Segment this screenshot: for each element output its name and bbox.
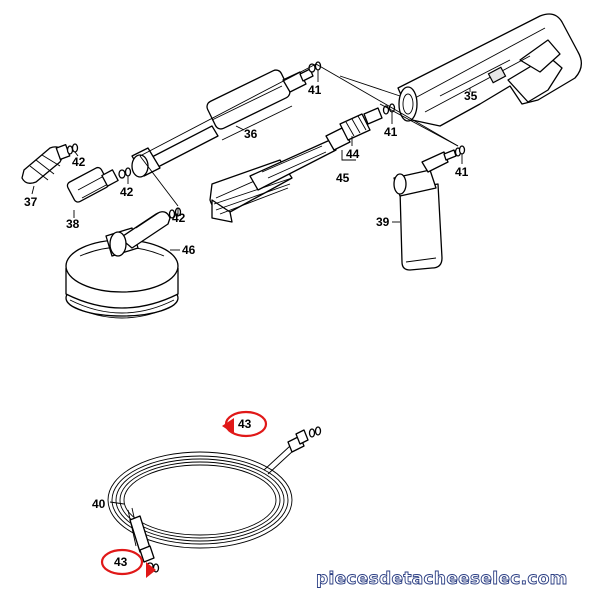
callout-36: 36 [244,127,258,141]
wash-brush-part-45[interactable] [209,127,351,223]
o-ring-41c[interactable] [458,145,466,155]
callout-41-c: 41 [455,165,469,179]
callout-42-a: 42 [72,155,86,169]
assembly-leader-lines [139,63,459,207]
callout-leaders [31,70,471,505]
highlight-marks [100,410,268,578]
o-ring-42a[interactable] [71,143,79,153]
callout-43-bottom: 43 [114,555,128,569]
rotary-nozzle-part-37[interactable] [21,144,74,184]
o-ring-42b[interactable] [124,167,132,177]
spray-gun-part-35[interactable] [397,13,582,127]
surface-cleaner-part-46[interactable] [65,209,179,319]
o-rings [71,61,466,573]
callout-41-a: 41 [308,83,322,97]
highlight-arrow-43-top [222,418,234,434]
callout-41-b: 41 [384,125,398,139]
callout-39: 39 [376,215,390,229]
o-ring-43a[interactable] [314,426,322,436]
callout-46: 46 [182,243,196,257]
callout-38: 38 [66,217,80,231]
callout-45: 45 [336,171,350,185]
callout-40: 40 [92,497,106,511]
site-watermark: piecesdetacheeselec.com [316,569,568,589]
callout-42-c: 42 [172,211,186,225]
callout-42-b: 42 [120,185,134,199]
brush-connector-part-44[interactable] [339,105,390,141]
callout-37: 37 [24,195,38,209]
callout-labels: 35 36 37 38 39 40 41 41 41 42 42 42 43 4… [24,83,478,569]
highlight-circle-43-bottom [100,548,144,576]
callout-35: 35 [464,89,478,103]
callout-44: 44 [346,147,360,161]
hose-part-40[interactable] [107,428,316,570]
callout-43-top: 43 [238,417,252,431]
nozzle-part-38[interactable] [66,166,126,203]
detergent-bottle-part-39[interactable] [393,147,462,271]
highlight-arrow-43-bottom [146,562,156,578]
